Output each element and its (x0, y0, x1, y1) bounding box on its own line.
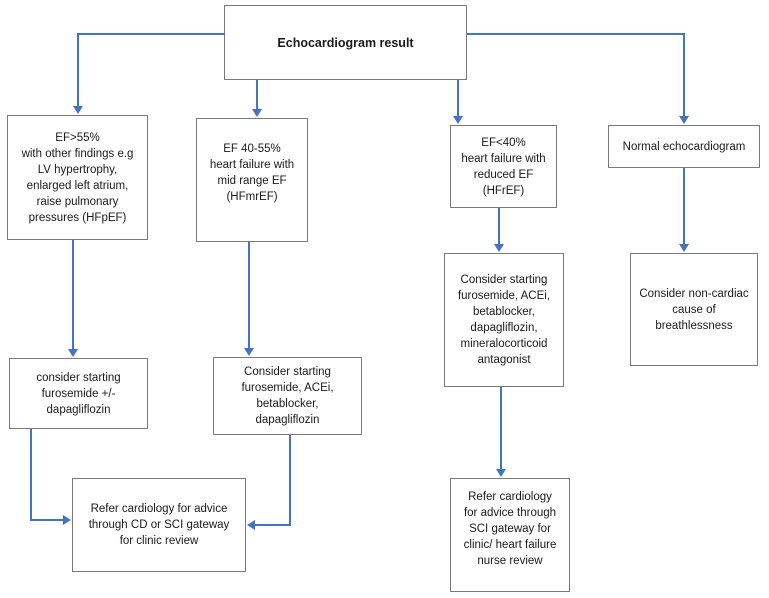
connector-root-to-normal-horizontal (467, 33, 685, 35)
arrowhead-down-icon (679, 116, 689, 124)
node-hfmref: EF 40-55% heart failure with mid range E… (196, 118, 308, 242)
node-consider-starting-hfref: Consider starting furosemide, ACEi, beta… (444, 253, 564, 387)
connector-root-to-normal-vertical (683, 33, 685, 117)
node-refer-cardiology-clinic: Refer cardiology for advice through CD o… (72, 478, 246, 572)
node-consider-starting-hfpef: consider starting furosemide +/- dapagli… (9, 358, 148, 429)
connector-root-to-hfref (457, 80, 459, 117)
arrowhead-down-icon (496, 469, 506, 477)
node-consider-starting-hfmref: Consider starting furosemide, ACEi, beta… (213, 357, 362, 435)
arrowhead-down-icon (73, 106, 83, 114)
node-refer-cardiology-nurse: Refer cardiology for advice through SCI … (450, 478, 570, 592)
connector-hfref-to-consider (498, 208, 500, 245)
node-echocardiogram-result: Echocardiogram result (224, 5, 467, 80)
connector-consider1-to-refer1-horizontal (30, 519, 63, 521)
arrowhead-down-icon (453, 116, 463, 124)
connector-root-to-hfpef-vertical (77, 33, 79, 107)
arrowhead-down-icon (494, 244, 504, 252)
arrowhead-down-icon (252, 109, 262, 117)
arrowhead-left-icon (247, 520, 255, 530)
node-hfref: EF<40% heart failure with reduced EF (HF… (450, 125, 557, 208)
node-non-cardiac-cause: Consider non-cardiac cause of breathless… (630, 253, 758, 366)
arrowhead-right-icon (63, 515, 71, 525)
arrowhead-down-icon (679, 244, 689, 252)
connector-root-to-hfmref (256, 80, 258, 110)
node-hfpef: EF>55% with other findings e.g LV hypert… (7, 115, 148, 240)
arrowhead-down-icon (68, 349, 78, 357)
connector-hfmref-to-consider (248, 242, 250, 349)
connector-hfpef-to-consider (72, 240, 74, 350)
connector-consider2-to-refer1-horizontal (255, 524, 291, 526)
connector-consider3-to-refer2 (500, 387, 502, 470)
connector-normal-to-noncardiac (683, 168, 685, 245)
node-normal-echocardiogram: Normal echocardiogram (608, 125, 760, 168)
connector-consider2-to-refer1-vertical (289, 435, 291, 526)
arrowhead-down-icon (244, 348, 254, 356)
connector-consider1-to-refer1-vertical (30, 429, 32, 521)
connector-root-to-hfpef-horizontal (77, 33, 225, 35)
